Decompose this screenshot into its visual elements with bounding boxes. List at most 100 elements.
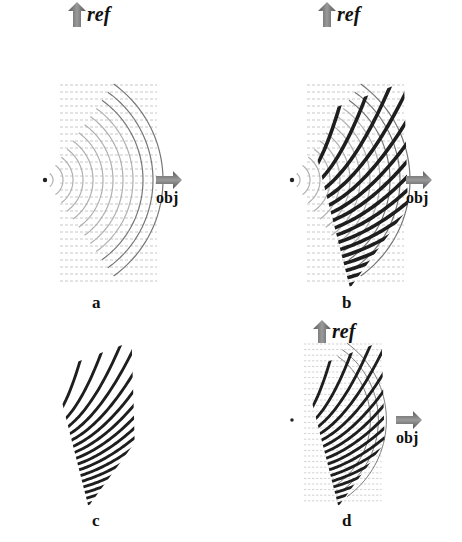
- reference-label: ref: [87, 4, 110, 24]
- reference-wavefront: [60, 162, 157, 163]
- panel-letter: b: [342, 294, 351, 311]
- object-wavefront: [302, 165, 310, 194]
- point-source: [43, 178, 47, 182]
- interference-fringe: [284, 390, 396, 459]
- reference-wavefront: [307, 281, 404, 282]
- reference-wavefront: [304, 344, 382, 345]
- reference-wavefront: [60, 260, 157, 261]
- interference-fringe: [34, 456, 146, 493]
- reference-wavefront: [307, 239, 404, 240]
- reference-wavefront: [307, 211, 404, 212]
- reference-wavefront: [304, 461, 382, 462]
- object-wavefront: [73, 141, 93, 219]
- reference-wavefront: [60, 141, 157, 142]
- interference-fringe: [284, 428, 396, 476]
- reference-wavefront: [307, 141, 404, 142]
- interference-fringe: [34, 487, 146, 515]
- reference-wavefront: [60, 281, 157, 282]
- reference-wavefront: [60, 127, 157, 128]
- object-wavefront: [79, 133, 103, 227]
- interference-fringe: [282, 235, 422, 278]
- object-arrow: [396, 411, 422, 429]
- reference-wavefront: [307, 232, 404, 233]
- object-wavefront: [308, 157, 320, 203]
- interference-fringe: [34, 428, 146, 476]
- wave-panel: [43, 84, 163, 281]
- interference-fringe: [284, 456, 396, 493]
- object-label: obj: [406, 190, 428, 206]
- interference-fringe: [284, 404, 396, 464]
- interference-fringe: [284, 447, 396, 487]
- panel-letter: a: [92, 294, 101, 311]
- object-wavefront: [90, 117, 123, 244]
- panel-letter: d: [342, 512, 351, 529]
- reference-wavefront: [304, 467, 382, 468]
- reference-label: ref: [332, 321, 355, 341]
- point-source: [290, 418, 294, 422]
- object-wavefront: [85, 125, 113, 236]
- reference-wavefront: [307, 162, 404, 163]
- interference-fringe: [34, 404, 146, 464]
- wave-panel: [34, 0, 146, 515]
- reference-label: ref: [337, 4, 360, 24]
- object-label: obj: [396, 430, 418, 446]
- interference-fringe: [34, 0, 146, 426]
- interference-fringe: [282, 225, 422, 271]
- object-wavefront: [50, 173, 53, 186]
- interference-fringe: [282, 202, 422, 257]
- reference-arrow: [68, 2, 86, 27]
- interference-fringe: [282, 190, 422, 250]
- object-arrow: [156, 171, 182, 189]
- interference-fringe: [284, 479, 396, 509]
- object-wavefront: [67, 149, 83, 211]
- reference-wavefront: [60, 148, 157, 149]
- interference-fringe: [282, 161, 422, 236]
- interference-fringe: [282, 254, 422, 292]
- panel-letter: c: [92, 512, 100, 529]
- interference-fringe: [34, 464, 146, 498]
- wave-panel: [282, 0, 422, 299]
- interference-fringe: [284, 464, 396, 498]
- point-source: [290, 178, 294, 182]
- interference-fringe: [34, 447, 146, 487]
- object-wavefront: [297, 173, 300, 186]
- interference-fringe: [282, 214, 422, 264]
- object-label: obj: [156, 190, 178, 206]
- interference-fringe: [34, 479, 146, 509]
- reference-arrow: [318, 2, 336, 27]
- object-arrow: [406, 171, 432, 189]
- reference-wavefront: [60, 239, 157, 240]
- reference-wavefront: [60, 85, 157, 86]
- interference-fringe: [284, 472, 396, 504]
- interference-fringe: [282, 143, 422, 229]
- reference-wavefront: [304, 355, 382, 356]
- interference-fringe: [282, 245, 422, 285]
- reference-wavefront: [60, 274, 157, 275]
- reference-wavefront: [60, 232, 157, 233]
- interference-fringe: [284, 0, 396, 426]
- interference-fringe: [282, 263, 422, 299]
- reference-wavefront: [307, 85, 404, 86]
- object-wavefront: [61, 157, 73, 203]
- reference-wavefront: [60, 99, 157, 100]
- reference-wavefront: [60, 253, 157, 254]
- object-wavefront: [114, 84, 163, 276]
- reference-wavefront: [304, 388, 382, 389]
- reference-wavefront: [60, 197, 157, 198]
- wave-panel: [284, 0, 396, 515]
- reference-wavefront: [307, 99, 404, 100]
- interference-fringe: [34, 390, 146, 459]
- object-wavefront: [96, 108, 133, 251]
- interference-fringe: [282, 0, 422, 194]
- interference-fringe: [284, 487, 396, 515]
- reference-wavefront: [304, 500, 382, 501]
- reference-wavefront: [304, 405, 382, 406]
- interference-fringe: [34, 472, 146, 504]
- object-wavefront: [55, 165, 63, 194]
- interference-fringe: [284, 438, 396, 482]
- reference-wavefront: [60, 211, 157, 212]
- reference-arrow: [313, 320, 331, 343]
- interference-fringe: [34, 438, 146, 482]
